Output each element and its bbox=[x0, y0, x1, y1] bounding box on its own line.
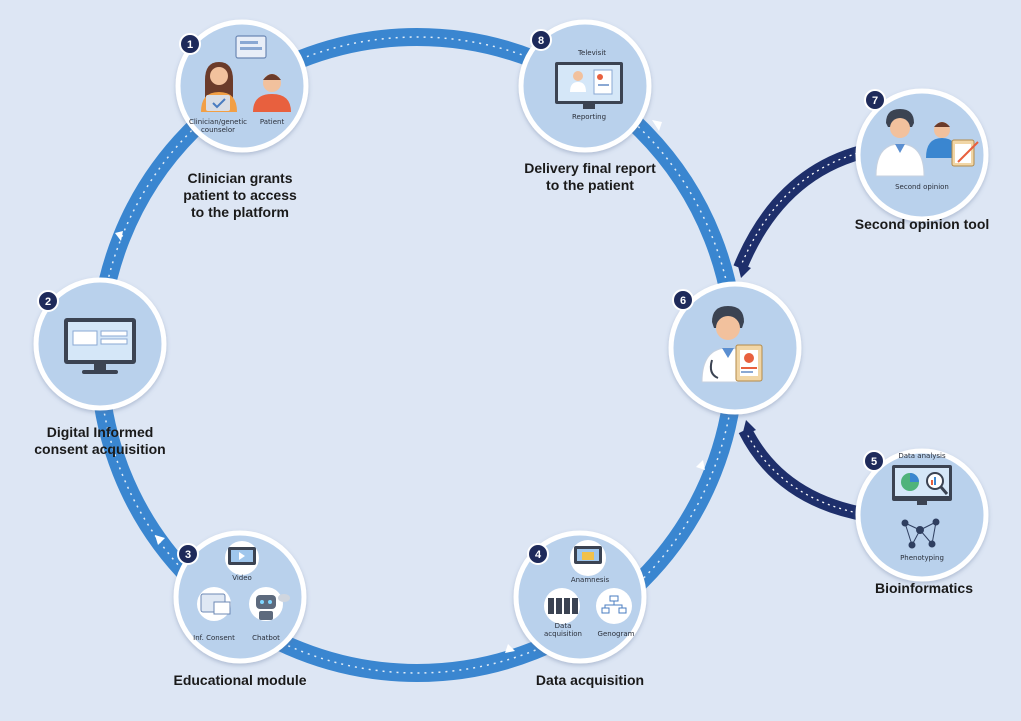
step-5-title: Bioinformatics bbox=[875, 580, 973, 597]
step-badge-6: 6 bbox=[672, 289, 694, 311]
step-1-title-line-2: patient to access bbox=[183, 187, 297, 203]
step-badge-4: 4 bbox=[527, 543, 549, 565]
step-3-title: Educational module bbox=[173, 672, 306, 689]
step-4-label-anamnesis: Anamnesis bbox=[571, 576, 610, 584]
phenotyping-network-icon bbox=[901, 518, 940, 549]
svg-text:7: 7 bbox=[872, 95, 878, 107]
arrow-head-right-upper bbox=[652, 120, 662, 131]
step-node-5 bbox=[855, 448, 989, 582]
arrow-head-left-lower bbox=[155, 535, 165, 545]
svg-text:4: 4 bbox=[535, 549, 542, 561]
step-4-title: Data acquisition bbox=[536, 672, 644, 689]
step-3-label-consent: Inf. Consent bbox=[193, 634, 235, 642]
monitor-icon bbox=[64, 318, 136, 374]
svg-text:3: 3 bbox=[185, 549, 191, 561]
step-1-label-clinician: Clinician/genetic bbox=[189, 118, 247, 126]
step-1-title-line-3: to the platform bbox=[190, 204, 289, 220]
arrow-head-bottom bbox=[505, 644, 515, 653]
step-node-1 bbox=[175, 19, 309, 153]
step-1-title: Clinician grants patient to access to th… bbox=[183, 170, 297, 221]
step-4-label-acquisition: acquisition bbox=[544, 630, 582, 638]
step-3-label-video: Video bbox=[232, 574, 252, 582]
step-1-label-counselor: counselor bbox=[201, 126, 235, 134]
step-2-title-line-2: consent acquisition bbox=[34, 441, 166, 457]
svg-text:1: 1 bbox=[187, 39, 193, 51]
svg-text:6: 6 bbox=[680, 295, 686, 307]
step-8-title-line-1: Delivery final report bbox=[524, 160, 656, 176]
step-badge-1: 1 bbox=[179, 33, 201, 55]
step-4-label-genogram: Genogram bbox=[598, 630, 635, 638]
step-badge-8: 8 bbox=[530, 29, 552, 51]
cycle-direction-arrows bbox=[115, 120, 705, 653]
step-badge-7: 7 bbox=[864, 89, 886, 111]
side-arrow-to-bioinformatics bbox=[738, 420, 870, 523]
data-servers-icon bbox=[548, 598, 578, 614]
step-1-title-line-1: Clinician grants bbox=[187, 170, 293, 186]
step-8-label-reporting: Reporting bbox=[572, 113, 606, 121]
step-4-illustration: Anamnesis Data acquisition Genogram bbox=[544, 540, 635, 638]
arrow-head-right-lower bbox=[696, 460, 705, 470]
svg-text:5: 5 bbox=[871, 456, 877, 468]
clinician-icon bbox=[201, 62, 237, 112]
step-1-label-patient: Patient bbox=[260, 118, 285, 126]
genogram-icon bbox=[601, 595, 627, 614]
svg-text:8: 8 bbox=[538, 35, 544, 47]
doctor-icon bbox=[701, 306, 763, 383]
step-8-title-line-2: to the patient bbox=[546, 177, 634, 193]
side-arrow-to-second-opinion bbox=[733, 142, 872, 278]
step-5-illustration: Data analysis Phenotyping bbox=[892, 452, 952, 562]
step-5-label-analysis: Data analysis bbox=[898, 452, 946, 460]
data-analysis-icon bbox=[892, 465, 952, 505]
step-node-4 bbox=[513, 530, 647, 664]
step-3-title-line-1: Educational module bbox=[173, 672, 307, 688]
step-8-title: Delivery final report to the patient bbox=[524, 160, 656, 194]
step-badge-2: 2 bbox=[37, 290, 59, 312]
chatbot-icon bbox=[256, 594, 290, 620]
patient-icon bbox=[253, 74, 291, 112]
step-3-label-chatbot: Chatbot bbox=[252, 634, 280, 642]
step-3-illustration: Video Inf. Consent Chatbot bbox=[193, 541, 290, 642]
televisit-illustration: Televisit Reporting bbox=[555, 49, 623, 121]
svg-text:2: 2 bbox=[45, 296, 51, 308]
step-5-label-phenotyping: Phenotyping bbox=[900, 554, 944, 562]
step-7-label-second-opinion: Second opinion bbox=[895, 183, 949, 191]
step-8-label-televisit: Televisit bbox=[577, 49, 606, 57]
step-2-title-line-1: Digital Informed bbox=[46, 424, 154, 440]
step-7-title-line-1: Second opinion tool bbox=[854, 216, 990, 232]
step-5-title-line-1: Bioinformatics bbox=[874, 580, 974, 596]
step-node-3 bbox=[173, 530, 307, 664]
step-7-title: Second opinion tool bbox=[855, 216, 990, 233]
step-1-illustration: Clinician/genetic counselor Patient bbox=[189, 35, 291, 134]
step-4-label-data: Data bbox=[555, 622, 572, 630]
step-4-title-line-1: Data acquisition bbox=[535, 672, 645, 688]
arrow-head-left-upper bbox=[115, 231, 123, 241]
step-2-title: Digital Informed consent acquisition bbox=[34, 424, 165, 458]
second-opinion-illustration: Second opinion bbox=[875, 109, 979, 191]
step-badge-5: 5 bbox=[863, 450, 885, 472]
step-badge-3: 3 bbox=[177, 543, 199, 565]
